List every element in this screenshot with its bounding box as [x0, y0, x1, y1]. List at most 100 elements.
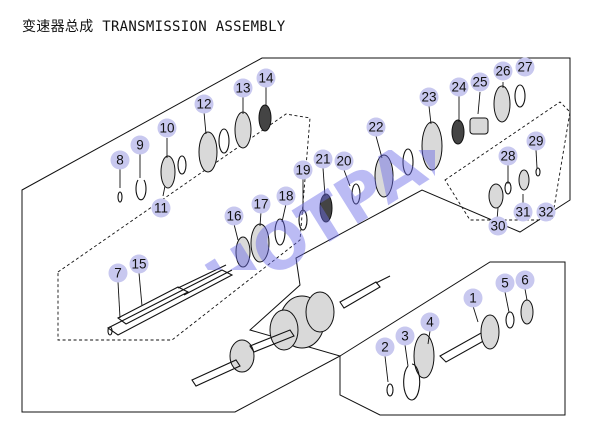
callout-19: 19 [293, 160, 313, 180]
callout-circle [313, 149, 333, 169]
callout-number: 29 [528, 134, 543, 149]
callout-11: 11 [151, 198, 171, 218]
callout-number: 7 [114, 266, 122, 281]
callout-number: 14 [258, 71, 274, 86]
callout-9: 9 [130, 135, 150, 155]
callout-circle [130, 135, 150, 155]
callout-4: 4 [420, 312, 440, 332]
callout-circle [108, 263, 128, 283]
callout-circle [420, 312, 440, 332]
callout-6: 6 [515, 270, 535, 290]
callout-15: 15 [129, 254, 149, 274]
callout-28: 28 [498, 146, 518, 166]
leader-lines [117, 82, 538, 383]
callout-29: 29 [526, 131, 546, 151]
callout-number: 13 [235, 81, 250, 96]
callout-circle [233, 78, 253, 98]
callout-circle [224, 206, 244, 226]
callout-17: 17 [251, 194, 271, 214]
callout-26: 26 [493, 61, 513, 81]
callout-circle [293, 160, 313, 180]
callout-number: 28 [500, 149, 515, 164]
callout-number: 11 [154, 201, 168, 216]
callout-number: 9 [136, 138, 144, 153]
callout-22: 22 [366, 117, 386, 137]
callout-18: 18 [276, 186, 296, 206]
callout-circle [419, 87, 439, 107]
callout-circle [536, 202, 556, 222]
callout-circle [515, 57, 535, 77]
gear-set-mainshaft [117, 84, 526, 268]
callout-circle [157, 118, 177, 138]
callout-circle [515, 270, 535, 290]
callout-circle [251, 194, 271, 214]
callout-circle [513, 202, 533, 222]
callout-number: 27 [517, 60, 532, 75]
callout-circle [375, 337, 395, 357]
group-outline-mainshaft [57, 113, 311, 341]
callout-14: 14 [256, 68, 276, 88]
callout-circle [488, 216, 508, 236]
callout-10: 10 [157, 118, 177, 138]
callout-number: 12 [196, 97, 211, 112]
callout-25: 25 [470, 72, 490, 92]
callout-number: 18 [278, 189, 293, 204]
callout-7: 7 [108, 263, 128, 283]
callout-number: 16 [226, 209, 241, 224]
callout-number: 32 [538, 205, 553, 220]
input-shaft [386, 299, 534, 401]
callout-circle [194, 94, 214, 114]
countershaft-parts [488, 167, 541, 209]
callout-number: 20 [336, 154, 351, 169]
group-outline-countershaft [444, 101, 571, 221]
callout-number: 31 [515, 205, 530, 220]
callout-number: 22 [368, 120, 383, 135]
callout-circle [495, 273, 515, 293]
callout-circle [463, 288, 483, 308]
callout-2: 2 [375, 337, 395, 357]
callout-number: 15 [131, 257, 146, 272]
callout-circle [366, 117, 386, 137]
callout-circle [129, 254, 149, 274]
callout-number: 6 [521, 273, 529, 288]
callout-30: 30 [488, 216, 508, 236]
callout-circle [151, 198, 171, 218]
callout-16: 16 [224, 206, 244, 226]
diagram-frame [21, 57, 571, 413]
callout-circle [276, 186, 296, 206]
mainshaft [106, 264, 234, 336]
callout-number: 4 [426, 315, 434, 330]
callout-circle [334, 151, 354, 171]
callout-circle [498, 146, 518, 166]
page-title: 变速器总成 TRANSMISSION ASSEMBLY [22, 19, 286, 35]
callout-number: 26 [495, 64, 510, 79]
callout-12: 12 [194, 94, 214, 114]
callout-8: 8 [110, 150, 130, 170]
callout-circle [493, 61, 513, 81]
callout-32: 32 [536, 202, 556, 222]
callout-circle [449, 77, 469, 97]
callout-number: 25 [472, 75, 487, 90]
callout-number: 2 [381, 340, 389, 355]
input-shaft-frame [339, 261, 566, 416]
assembled-gear-train [191, 275, 391, 387]
callout-circle [110, 150, 130, 170]
callout-27: 27 [515, 57, 535, 77]
callout-circle [470, 72, 490, 92]
callout-circle [256, 68, 276, 88]
callout-number: 8 [116, 153, 124, 168]
callout-number: 1 [469, 291, 477, 306]
callout-number: 21 [315, 152, 330, 167]
callout-circle [395, 326, 415, 346]
callout-24: 24 [449, 77, 469, 97]
callout-number: 3 [401, 329, 409, 344]
callout-number: 10 [159, 121, 174, 136]
callout-5: 5 [495, 273, 515, 293]
callout-number: 24 [451, 80, 467, 95]
callout-number: 30 [490, 219, 505, 234]
callout-23: 23 [419, 87, 439, 107]
callout-number: 17 [253, 197, 268, 212]
callout-1: 1 [463, 288, 483, 308]
